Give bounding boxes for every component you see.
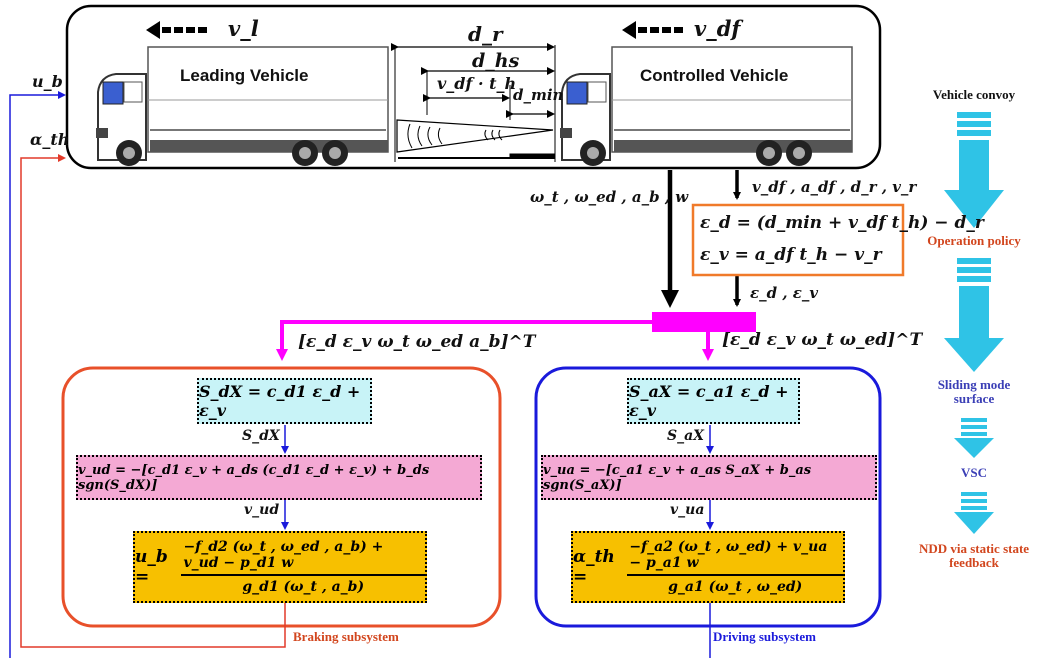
d-min-label: d_min: [513, 86, 564, 104]
leading-truck: [96, 46, 389, 166]
driving-input-vector: [ε_d ε_v ω_t ω_ed]^T: [722, 330, 923, 350]
driving-subsystem-title: Driving subsystem: [713, 629, 816, 644]
braking-law-lhs: u_b =: [135, 547, 168, 587]
step-arrow-1: [944, 112, 1004, 228]
driving-law-box: α_th = −f_a2 (ω_t , ω_ed) + v_ua − p_a1 …: [571, 531, 845, 603]
braking-subsystem-title: Braking subsystem: [293, 629, 399, 644]
omega-signal-list: ω_t , ω_ed , a_b , w: [530, 188, 689, 206]
eps-signal-list: ε_d , ε_v: [750, 284, 819, 302]
step-sliding-mode-surface: Sliding mode surface: [937, 377, 1011, 406]
u-b-label: u_b: [32, 72, 63, 91]
driving-control-signal: v_ua: [670, 502, 705, 518]
step-arrow-3: [954, 418, 994, 458]
velocity-arrow-leading: [146, 21, 207, 39]
vdf-th-label: v_df · t_h: [437, 74, 517, 93]
braking-frame: [61, 366, 502, 628]
braking-law-box: u_b = −f_d2 (ω_t , ω_ed , a_b) + v_ud − …: [133, 531, 427, 603]
braking-law-denominator: g_d1 (ω_t , a_b): [242, 579, 365, 595]
step-vsc: VSC: [960, 465, 987, 480]
driving-surface-signal: S_aX: [667, 428, 705, 444]
driving-control-eq: v_ua = −[c_a1 ε_v + a_as S_aX + b_as sgn…: [543, 462, 812, 493]
braking-input-vector: [ε_d ε_v ω_t ω_ed a_b]^T: [298, 332, 536, 352]
throttle-feedback-line: [20, 154, 286, 648]
braking-surface-signal: S_dX: [242, 428, 280, 444]
driving-law-denominator: g_a1 (ω_t , ω_ed): [668, 579, 803, 595]
step-operation-policy: Operation policy: [927, 233, 1021, 248]
braking-control-box: v_ud = −[c_d1 ε_v + a_ds (c_d1 ε_d + ε_v…: [76, 455, 482, 500]
policy-eq2: ε_v = a_df t_h − v_r: [700, 245, 882, 265]
signal-mux: [652, 312, 756, 332]
distance-markings: [391, 43, 556, 162]
step-ndd-feedback: NDD via static state feedback: [918, 541, 1030, 570]
braking-surface-eq: S_dX = c_d1 ε_d + ε_v: [199, 382, 361, 420]
driving-law-lhs: α_th =: [573, 547, 615, 587]
step-vehicle-convoy: Vehicle convoy: [932, 87, 1016, 102]
braking-control-eq: v_ud = −[c_d1 ε_v + a_ds (c_d1 ε_d + ε_v…: [78, 462, 430, 493]
alpha-th-label: α_th: [30, 130, 70, 149]
braking-surface-box: S_dX = c_d1 ε_d + ε_v: [197, 378, 372, 424]
driving-surface-box: S_aX = c_a1 ε_d + ε_v: [627, 378, 800, 424]
convoy-frame: [65, 4, 882, 170]
policy-eq1: ε_d = (d_min + v_df t_h) − d_r: [700, 213, 984, 233]
d-r-label: d_r: [468, 22, 503, 46]
driving-law-numerator: −f_a2 (ω_t , ω_ed) + v_ua − p_a1 w: [627, 539, 843, 576]
controlled-truck: [560, 46, 853, 166]
step-arrow-4: [954, 492, 994, 534]
braking-law-numerator: −f_d2 (ω_t , ω_ed , a_b) + v_ud − p_d1 w: [181, 539, 425, 576]
operation-policy-box: [691, 203, 905, 277]
v-l-label: v_l: [228, 16, 259, 41]
velocity-arrow-controlled: [622, 21, 683, 39]
driving-law-fraction: −f_a2 (ω_t , ω_ed) + v_ua − p_a1 w g_a1 …: [627, 539, 843, 595]
d-hs-label: d_hs: [472, 50, 520, 72]
driving-surface-eq: S_aX = c_a1 ε_d + ε_v: [629, 382, 789, 420]
step-arrow-2: [944, 258, 1004, 372]
braking-control-signal: v_ud: [244, 502, 280, 518]
brake-feedback-line: [9, 91, 66, 658]
driving-frame: [534, 366, 882, 628]
driving-control-box: v_ua = −[c_a1 ε_v + a_as S_aX + b_as sgn…: [541, 455, 877, 500]
controlled-vehicle-label: Controlled Vehicle: [640, 66, 789, 85]
leading-vehicle-label: Leading Vehicle: [180, 66, 309, 85]
v-df-label: v_df: [694, 16, 741, 41]
step-arrows: [944, 112, 1004, 534]
braking-law-fraction: −f_d2 (ω_t , ω_ed , a_b) + v_ud − p_d1 w…: [181, 539, 425, 595]
vdf-signal-list: v_df , a_df , d_r , v_r: [752, 178, 917, 196]
